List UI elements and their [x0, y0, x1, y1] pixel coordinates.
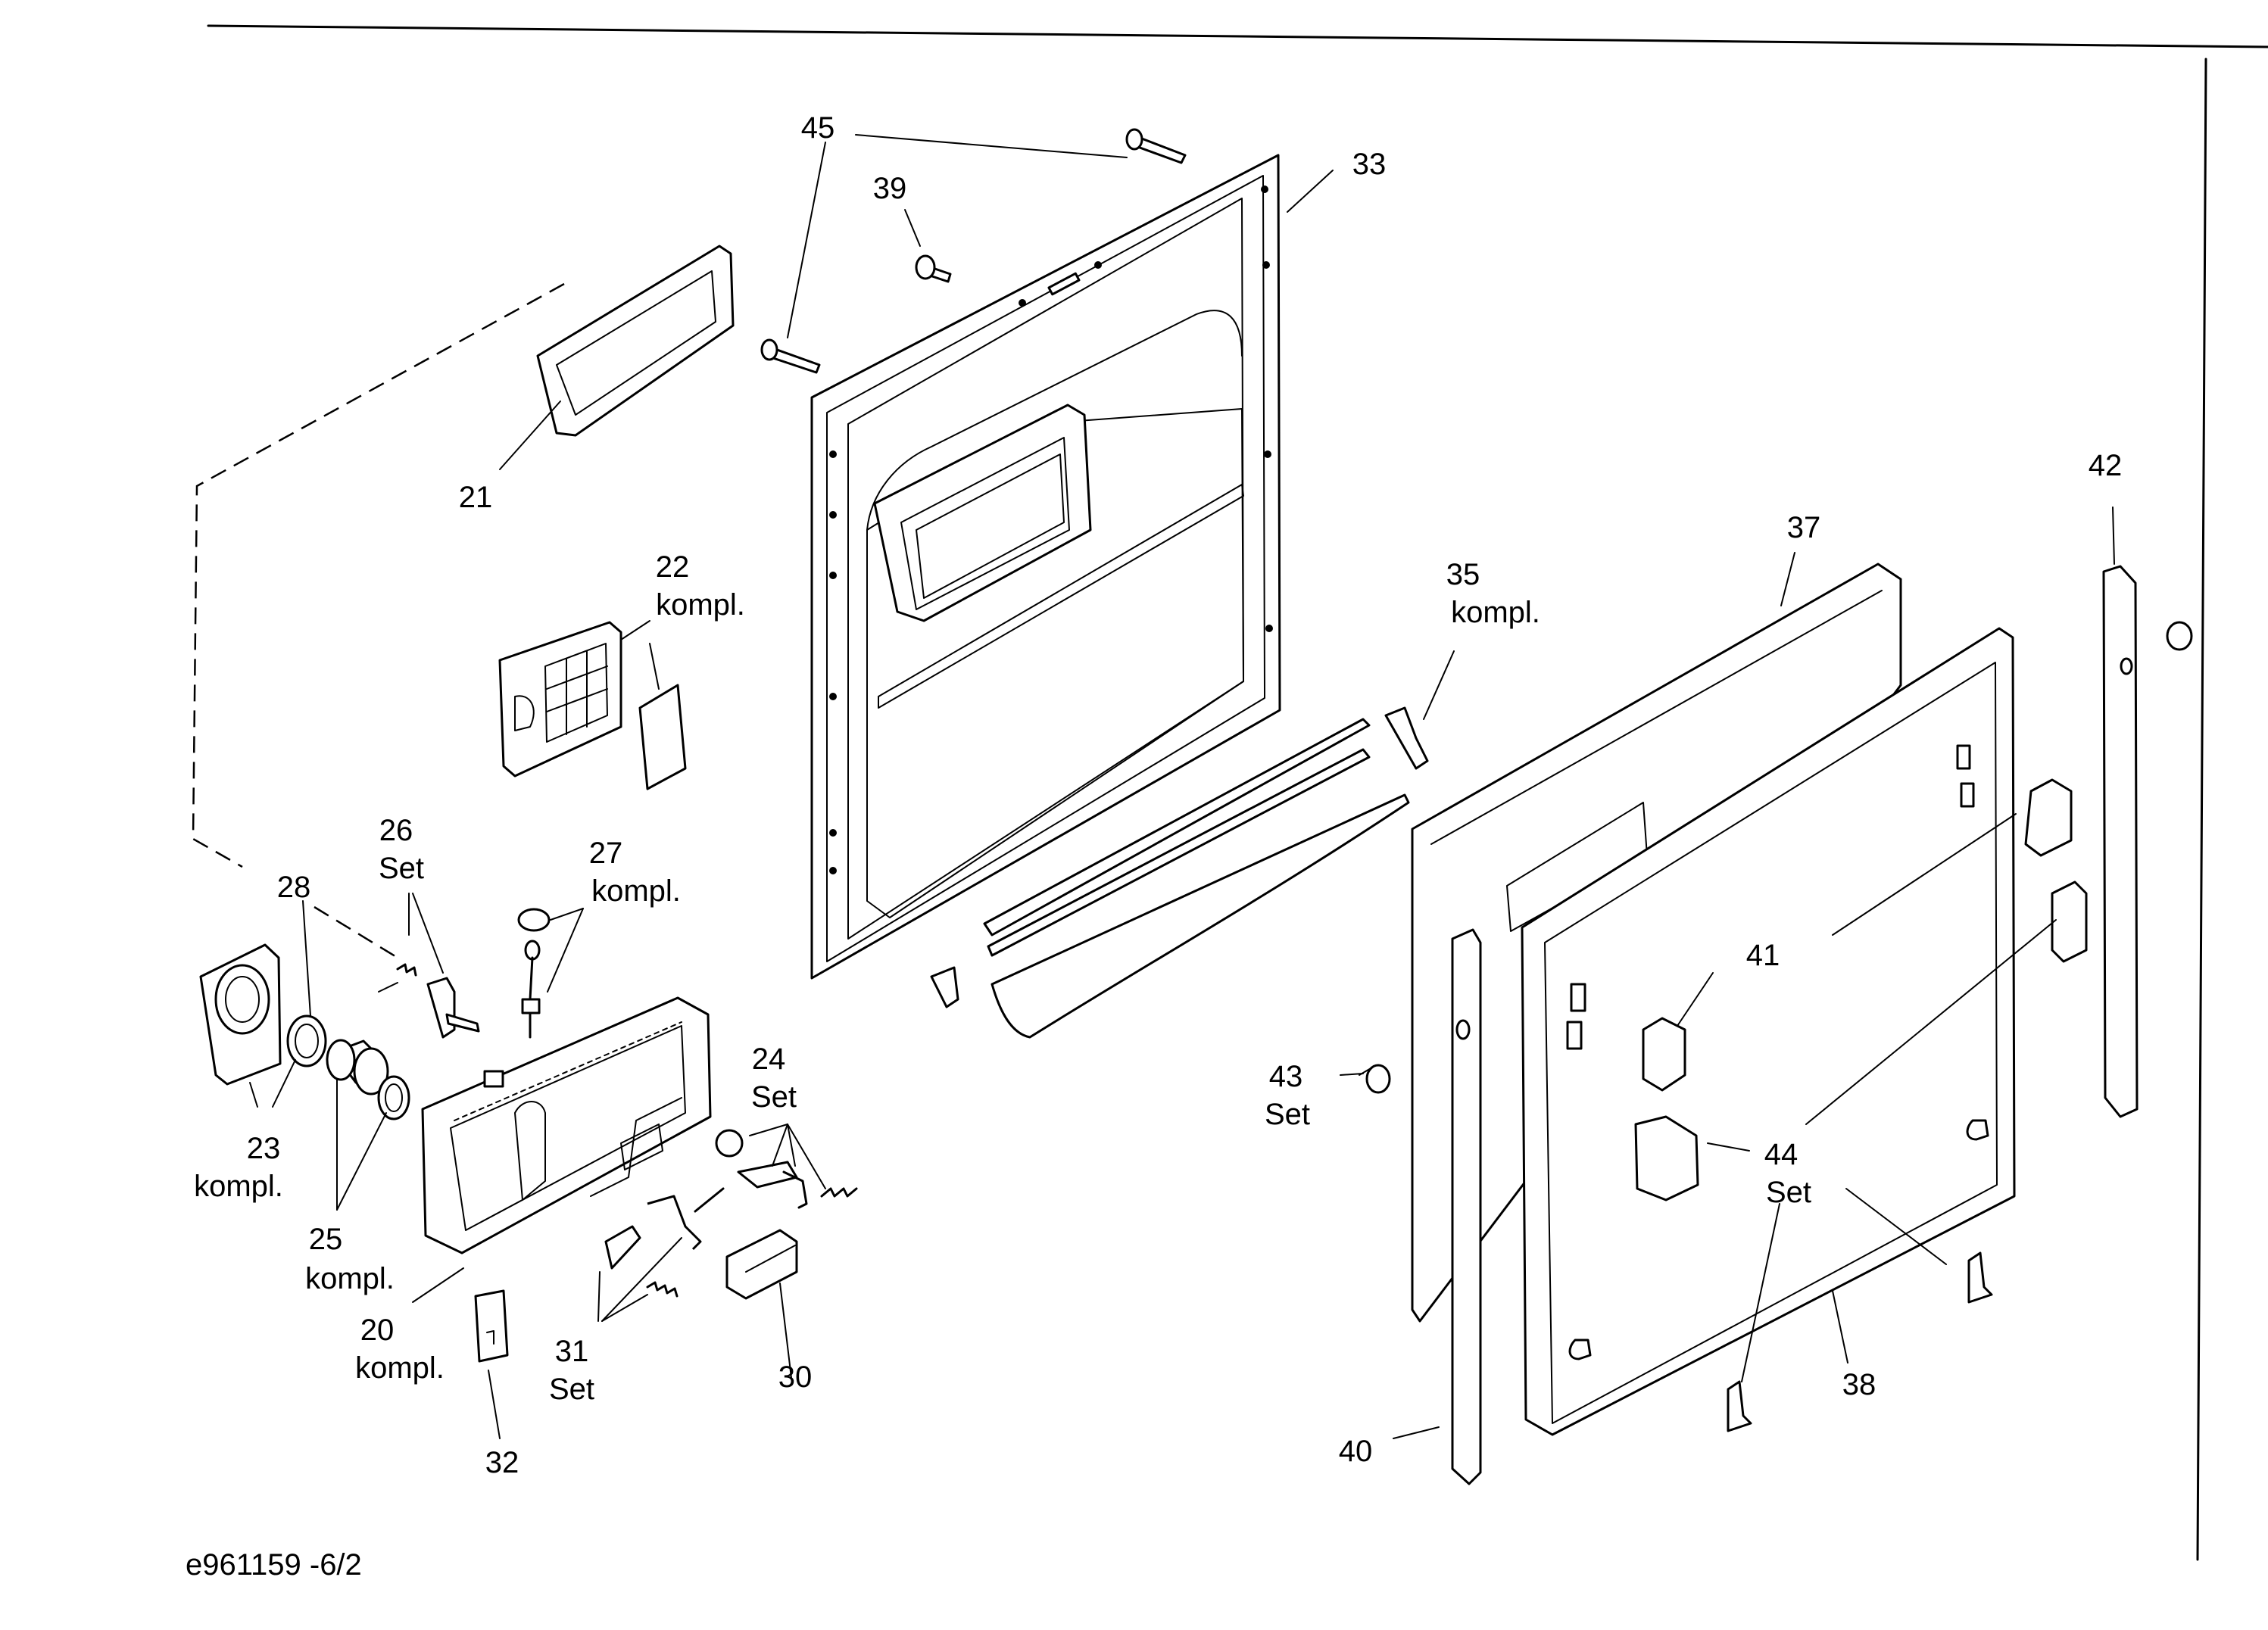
callout-35-suffix: kompl. [1451, 596, 1540, 629]
callout-35-number: 35 [1446, 558, 1480, 591]
part-35-bracket [1384, 706, 1429, 770]
callout-37: 37 [1787, 511, 1821, 544]
drawing-reference: e961159 -6/2 [186, 1548, 362, 1582]
part-20-dispenser-housing [421, 996, 712, 1254]
callout-42: 42 [2089, 449, 2123, 482]
callout-33: 33 [1352, 148, 1387, 181]
callout-23-suffix: kompl. [194, 1170, 283, 1203]
callout-27-suffix: kompl. [591, 874, 681, 908]
part-24-set [715, 1129, 858, 1209]
callout-30: 30 [778, 1360, 813, 1394]
part-42-rail [2102, 565, 2139, 1118]
callout-20-suffix: kompl. [355, 1351, 445, 1385]
callout-25-suffix: kompl. [305, 1262, 395, 1295]
callout-20-number: 20 [360, 1314, 395, 1347]
callout-31-number: 31 [555, 1335, 589, 1368]
callout-25-number: 25 [309, 1223, 343, 1256]
part-43-knob [1359, 1064, 1391, 1094]
callout-26-number: 26 [379, 814, 413, 847]
part-25-cylinder [326, 1039, 410, 1120]
part-28-ring [286, 1014, 327, 1067]
leader-lines [249, 134, 2115, 1439]
part-38-door-panel [1521, 627, 2016, 1436]
callout-40: 40 [1339, 1435, 1373, 1468]
callout-22-suffix: kompl. [656, 588, 745, 622]
trim-strip [930, 718, 1410, 1039]
part-27-valve [517, 908, 551, 1039]
callout-45: 45 [801, 111, 835, 145]
callout-38: 38 [1842, 1368, 1876, 1401]
part-45-screw-left [760, 338, 821, 374]
callout-27-number: 27 [589, 837, 623, 870]
callout-23-number: 23 [247, 1132, 281, 1165]
callout-44-suffix: Set [1766, 1176, 1811, 1209]
callout-41: 41 [1746, 939, 1780, 972]
callout-43-suffix: Set [1265, 1098, 1310, 1131]
part-23-housing [199, 943, 282, 1086]
dashed-assembly-line-26 [314, 905, 402, 961]
callout-43-number: 43 [1269, 1060, 1303, 1093]
callout-22-number: 22 [656, 550, 690, 584]
part-41-clip-set [1642, 778, 2073, 1092]
part-44-set [1634, 880, 2088, 1432]
callout-39: 39 [873, 172, 907, 205]
part-30-switch [725, 1229, 798, 1300]
callout-24-number: 24 [752, 1043, 786, 1076]
part-40-rail [1451, 928, 1482, 1485]
part-22-filter [498, 621, 687, 790]
part-33-inner-door [810, 154, 1281, 980]
callout-26-suffix: Set [379, 852, 424, 885]
part-top-knob [2166, 621, 2193, 651]
callout-labels: 45 39 33 21 22 kompl. 26 Set 27 kompl. 2… [194, 111, 2122, 1479]
part-21-seal [536, 245, 735, 437]
callout-21: 21 [459, 481, 493, 514]
top-border-line [207, 24, 2268, 48]
callout-44-number: 44 [1764, 1138, 1798, 1171]
part-39-screw [915, 254, 952, 283]
part-45-screw-top [1125, 128, 1187, 164]
right-border-line [2196, 58, 2207, 1561]
part-32-plate [474, 1289, 509, 1363]
part-31-set [604, 1187, 725, 1298]
dashed-assembly-line [192, 282, 565, 868]
callout-28: 28 [277, 871, 311, 904]
part-26-spring-set [378, 963, 480, 1039]
callout-32: 32 [485, 1446, 519, 1479]
callout-24-suffix: Set [751, 1080, 797, 1114]
callout-31-suffix: Set [549, 1373, 594, 1406]
